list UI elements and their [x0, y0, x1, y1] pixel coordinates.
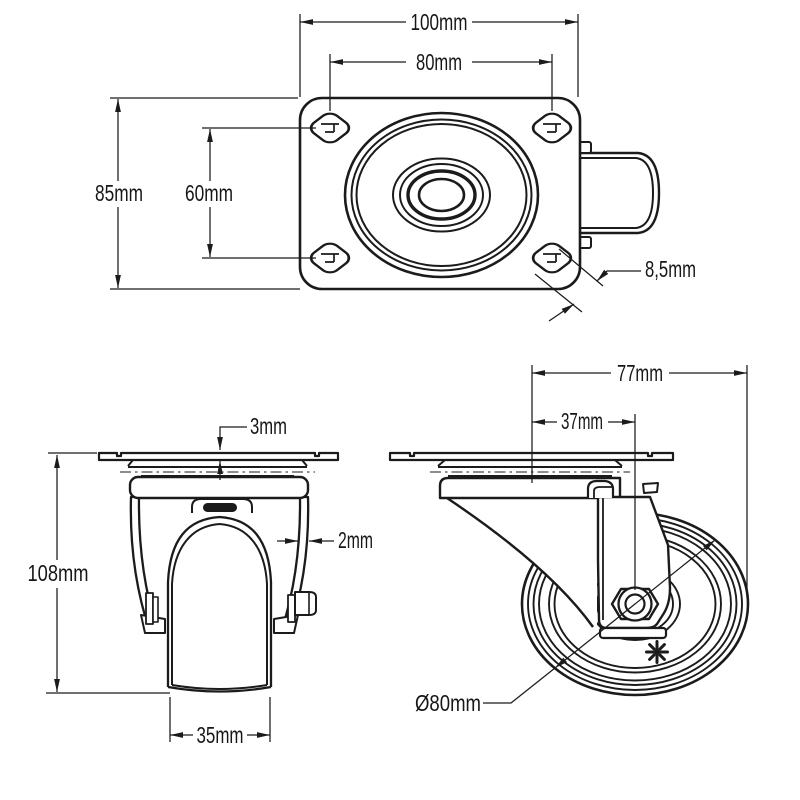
dim-plate-depth: 85mm	[95, 97, 300, 290]
dim-fork-thickness: 2mm	[277, 527, 373, 553]
dim-label-fork-thickness: 2mm	[338, 527, 373, 553]
front-view-bearing	[127, 459, 308, 477]
dim-label-plate-width: 100mm	[411, 9, 468, 35]
dim-label-swivel-offset: 37mm	[561, 408, 603, 434]
dim-label-bolt-hole-size: 8,5mm	[645, 256, 696, 282]
side-view-crown	[438, 476, 622, 500]
front-view-kingpin	[191, 498, 253, 513]
dim-label-plate-depth: 85mm	[95, 180, 143, 206]
top-view-swivel-rings	[343, 111, 540, 279]
dim-bolt-spacing-depth: 60mm	[185, 127, 316, 259]
dim-wheel-diameter: Ø80mm	[415, 539, 716, 716]
dim-label-wheel-width: 35mm	[197, 722, 244, 748]
starburst-mark	[645, 640, 669, 664]
dim-plate-thickness: 3mm	[217, 413, 287, 480]
top-view-wheel	[578, 151, 661, 235]
dim-label-bolt-spacing-width: 80mm	[416, 49, 462, 75]
dim-label-bolt-spacing-depth: 60mm	[185, 180, 233, 206]
front-view-axle	[145, 591, 317, 625]
dim-label-overall-depth: 77mm	[617, 360, 663, 386]
top-view: 100mm 80mm 85mm 60mm	[95, 9, 696, 322]
side-view-bearing	[430, 459, 630, 477]
front-view-plate	[97, 451, 340, 462]
dim-overall-height: 108mm	[28, 452, 170, 694]
dim-plate-width: 100mm	[299, 9, 579, 97]
front-view-wheel	[166, 515, 273, 693]
dim-bolt-hole-size: 8,5mm	[534, 248, 696, 322]
dim-overall-depth: 77mm	[531, 360, 748, 597]
front-view-crown	[128, 475, 310, 500]
front-view: 3mm 2mm 108mm 35mm	[28, 413, 374, 748]
dim-label-plate-thickness: 3mm	[250, 413, 287, 439]
top-view-bolt-holes	[309, 112, 573, 274]
dim-label-wheel-diameter: Ø80mm	[415, 690, 481, 716]
dim-wheel-width: 35mm	[169, 697, 271, 748]
dim-bolt-spacing-width: 80mm	[329, 49, 553, 111]
dim-label-overall-height: 108mm	[28, 560, 89, 586]
side-view: 77mm 37mm Ø80mm	[388, 360, 750, 716]
